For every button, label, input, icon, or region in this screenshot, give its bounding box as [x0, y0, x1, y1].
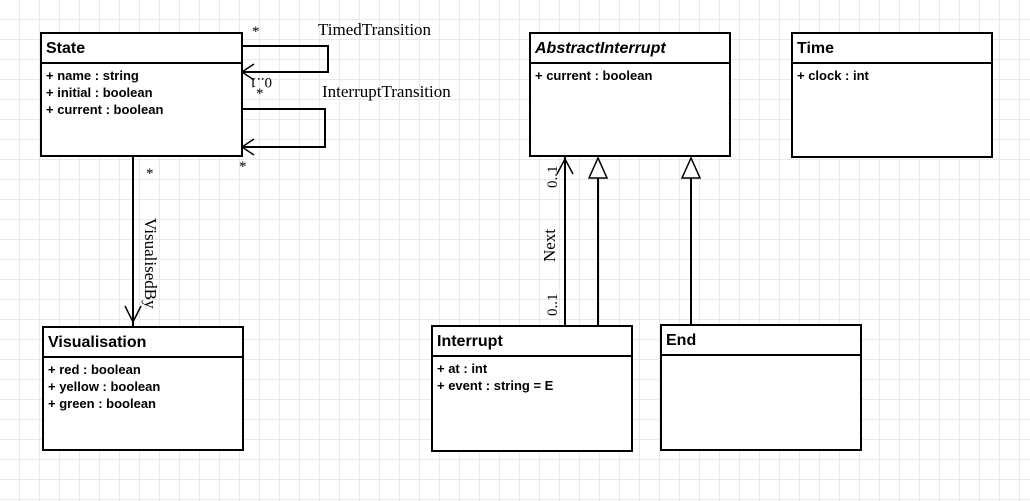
class-attribute: + at : int	[437, 361, 488, 376]
attribute-list	[662, 356, 860, 359]
end-generalization-arrowhead	[680, 156, 702, 179]
class-attribute: + green : boolean	[48, 396, 156, 411]
class-name: State	[42, 34, 241, 64]
attribute-list: + at : int + event : string = E	[433, 357, 631, 394]
visualised-by-source-multiplicity: *	[146, 166, 154, 182]
class-attribute: + name : string	[46, 68, 139, 83]
next-label: Next	[540, 228, 559, 262]
class-name: End	[662, 326, 860, 356]
next-arrowhead	[556, 157, 574, 175]
class-attribute: + initial : boolean	[46, 85, 153, 100]
interrupt-generalization-arrowhead	[587, 156, 609, 179]
attribute-list: + name : string + initial : boolean + curr…	[42, 64, 241, 118]
class-attribute: + yellow : boolean	[48, 379, 161, 394]
interrupt-transition-target-multiplicity: *	[239, 159, 247, 175]
next-source-multiplicity: 0..1	[545, 293, 561, 317]
time-class[interactable]: Time + clock : int	[791, 32, 993, 158]
timed-transition-source-multiplicity: *	[252, 24, 260, 40]
class-name: Interrupt	[433, 327, 631, 357]
visualised-by-label: VisualisedBy	[141, 218, 160, 309]
interrupt-transition-label: InterruptTransition	[322, 82, 451, 101]
class-name: Visualisation	[44, 328, 242, 358]
timed-transition-line[interactable]	[242, 45, 329, 73]
visualisation-class[interactable]: Visualisation + red : boolean + yellow : …	[42, 326, 244, 451]
interrupt-transition-line[interactable]	[242, 108, 326, 148]
class-attribute: + current : boolean	[535, 68, 653, 83]
next-target-multiplicity: 0..1	[545, 165, 561, 189]
interrupt-transition-source-multiplicity: *	[256, 86, 264, 102]
interrupt-class[interactable]: Interrupt + at : int + event : string = E	[431, 325, 633, 452]
class-attribute: + event : string = E	[437, 378, 554, 393]
attribute-list: + red : boolean + yellow : boolean + green…	[44, 358, 242, 412]
abstract-interrupt-class[interactable]: AbstractInterrupt + current : boolean	[529, 32, 731, 157]
class-attribute: + red : boolean	[48, 362, 141, 377]
state-class[interactable]: State + name : string + initial : boolean…	[40, 32, 243, 157]
class-name: AbstractInterrupt	[531, 34, 729, 64]
attribute-list: + current : boolean	[531, 64, 729, 84]
attribute-list: + clock : int	[793, 64, 991, 84]
visualised-by-arrowhead	[124, 305, 142, 324]
class-name: Time	[793, 34, 991, 64]
class-attribute: + current : boolean	[46, 102, 164, 117]
class-attribute: + clock : int	[797, 68, 869, 83]
end-class[interactable]: End	[660, 324, 862, 451]
timed-transition-label: TimedTransition	[318, 20, 432, 39]
